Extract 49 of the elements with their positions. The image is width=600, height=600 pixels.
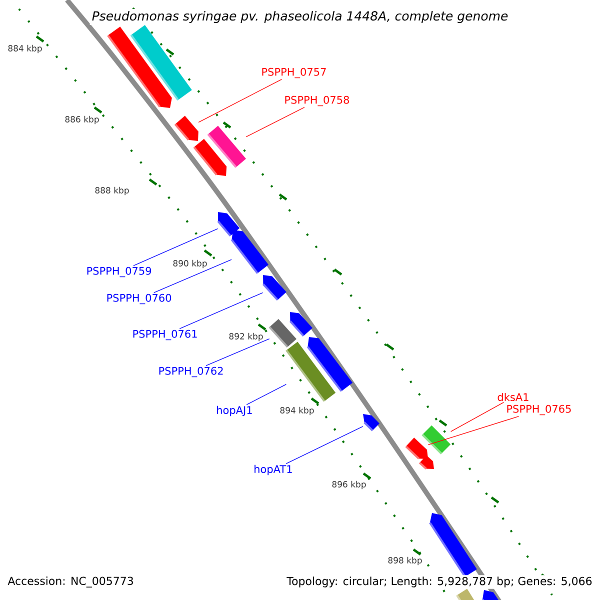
scale-label: 892 kbp bbox=[229, 332, 263, 342]
leader-line bbox=[179, 292, 264, 330]
gene-label: PSPPH_0758 bbox=[285, 96, 349, 106]
gene-feature bbox=[306, 337, 353, 392]
gene-feature bbox=[286, 342, 336, 402]
gene-label: PSPPH_0759 bbox=[87, 266, 152, 278]
gene-label: hopAJ1 bbox=[217, 406, 252, 416]
gene-feature bbox=[429, 513, 477, 578]
scale-label: 884 kbp bbox=[8, 44, 42, 54]
scale-label: 898 kbp bbox=[388, 556, 422, 566]
footer-text: Accession: NC_005773 bbox=[6, 575, 136, 589]
gene-feature bbox=[268, 319, 296, 348]
gene-feature bbox=[193, 138, 227, 176]
gene-feature bbox=[107, 26, 172, 108]
gene-feature bbox=[230, 230, 268, 274]
leader-line bbox=[286, 426, 364, 464]
gene-label: PSPPH_0761 bbox=[133, 330, 197, 340]
footer-text: Topology: circular; Length: 5,928,787 bp; Genes: 5,066 bbox=[285, 575, 594, 589]
leader-line bbox=[246, 107, 305, 138]
gene-feature bbox=[130, 25, 192, 101]
leader-line bbox=[206, 338, 270, 366]
scale-label: 888 kbp bbox=[95, 186, 129, 196]
gene-feature bbox=[405, 438, 428, 460]
gene-feature bbox=[207, 126, 246, 168]
leader-line bbox=[198, 79, 282, 123]
scale-label: 896 kbp bbox=[332, 480, 366, 490]
gene-feature bbox=[422, 425, 451, 454]
leader-line bbox=[246, 384, 287, 406]
gene-feature bbox=[217, 212, 240, 237]
gene-feature bbox=[289, 312, 312, 337]
leader-line bbox=[450, 402, 504, 432]
gene-label: PSPPH_0762 bbox=[159, 366, 223, 378]
gene-feature bbox=[418, 455, 434, 470]
leader-line bbox=[154, 259, 232, 294]
gene-label: hopAT1 bbox=[254, 464, 292, 476]
gene-label: PSPPH_0757 bbox=[262, 68, 326, 78]
scale-label: 890 kbp bbox=[173, 260, 207, 268]
gene-label: PSPPH_0765 bbox=[507, 404, 571, 416]
title: Pseudomonas syringae pv. phaseolicola 1448A, complete genome bbox=[90, 8, 510, 26]
gene-feature bbox=[174, 116, 198, 141]
leader-line bbox=[428, 416, 520, 446]
gene-feature bbox=[482, 590, 502, 600]
scale-label: 886 kbp bbox=[65, 116, 99, 124]
gene-feature bbox=[363, 414, 380, 432]
leader-line bbox=[133, 228, 218, 266]
gene-label: PSPPH_0760 bbox=[107, 294, 172, 304]
gene-feature bbox=[262, 275, 286, 301]
gene-label: dksA1 bbox=[498, 392, 528, 402]
scale-label: 894 kbp bbox=[280, 406, 314, 416]
